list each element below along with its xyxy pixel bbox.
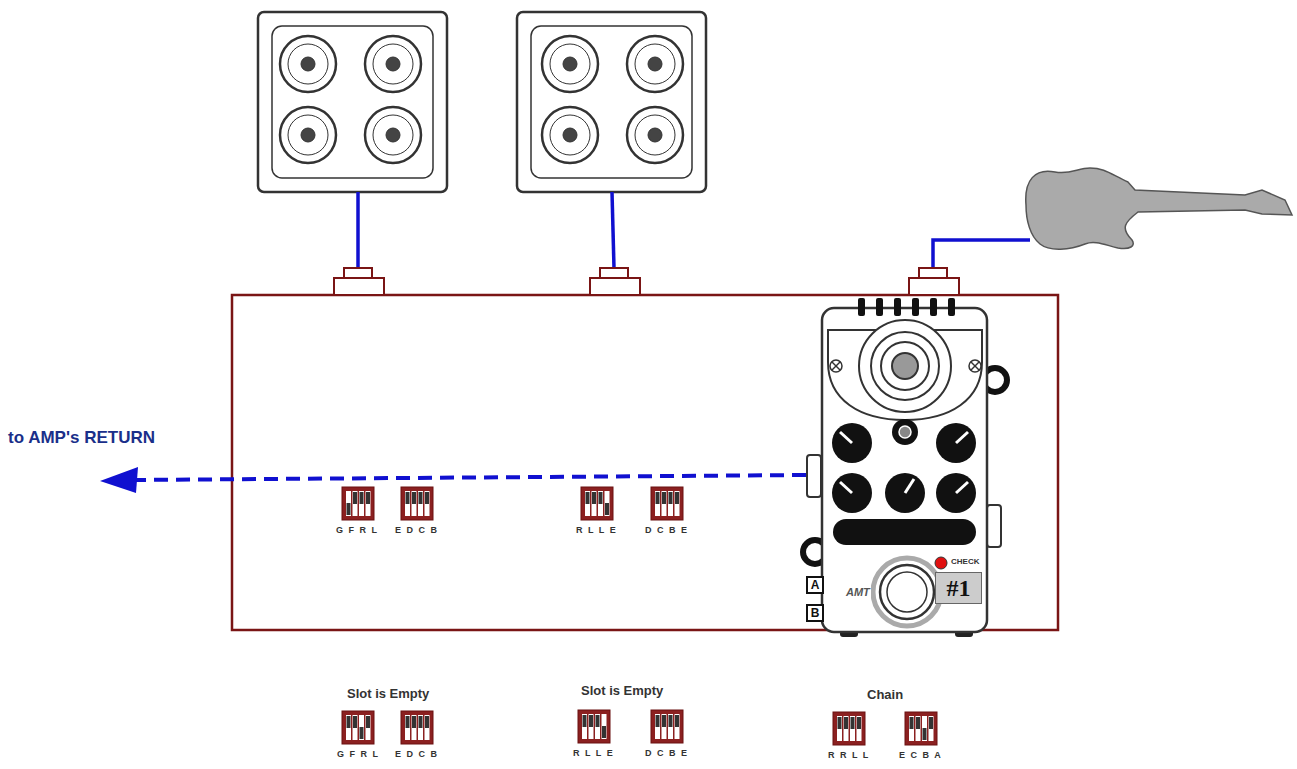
cable [358, 192, 1030, 268]
dip-switch [651, 487, 683, 520]
switch-label: R R L L [828, 750, 870, 760]
switch-label: R L L E [573, 748, 614, 758]
dip-switch [905, 712, 937, 745]
switch-label: G F R L [336, 525, 379, 535]
switch-label: E D C B [395, 749, 439, 759]
switch-label: Slot is Empty [347, 686, 429, 701]
return-line [135, 475, 806, 480]
return-label: to AMP's RETURN [8, 428, 155, 448]
switch-label: Slot is Empty [581, 683, 663, 698]
dip-switch [581, 487, 613, 520]
switch-label: D C B E [645, 525, 689, 535]
speaker-cabinet [258, 12, 447, 192]
box-text: B [811, 607, 820, 619]
switch-label: E C B A [899, 750, 942, 760]
dip-switch [401, 487, 433, 520]
jack-connector [334, 268, 959, 295]
switch-label: D C B E [645, 748, 689, 758]
switch-label: R L L E [576, 525, 617, 535]
dip-switch [833, 712, 865, 745]
switch-label: Chain [867, 687, 903, 702]
pedal-number-box: #1 [935, 572, 982, 604]
dip-switch [651, 710, 683, 743]
switch-label: G F R L [337, 749, 380, 759]
box-text: A [811, 579, 820, 591]
dip-switch [342, 711, 374, 744]
switch-label: CHECK [951, 557, 979, 566]
amt-pedal [803, 298, 1007, 637]
dip-switch [578, 710, 610, 743]
dip-switch [401, 711, 433, 744]
switch-label: AMT [845, 586, 871, 598]
switch-label: E D C B [395, 525, 439, 535]
speaker-cabinet [517, 12, 706, 192]
channel-box: B [806, 604, 824, 622]
box-text: #1 [947, 576, 971, 600]
dip-switch [342, 487, 374, 520]
guitar [1026, 168, 1292, 249]
arrow-head [100, 467, 138, 493]
channel-box: A [806, 576, 824, 594]
